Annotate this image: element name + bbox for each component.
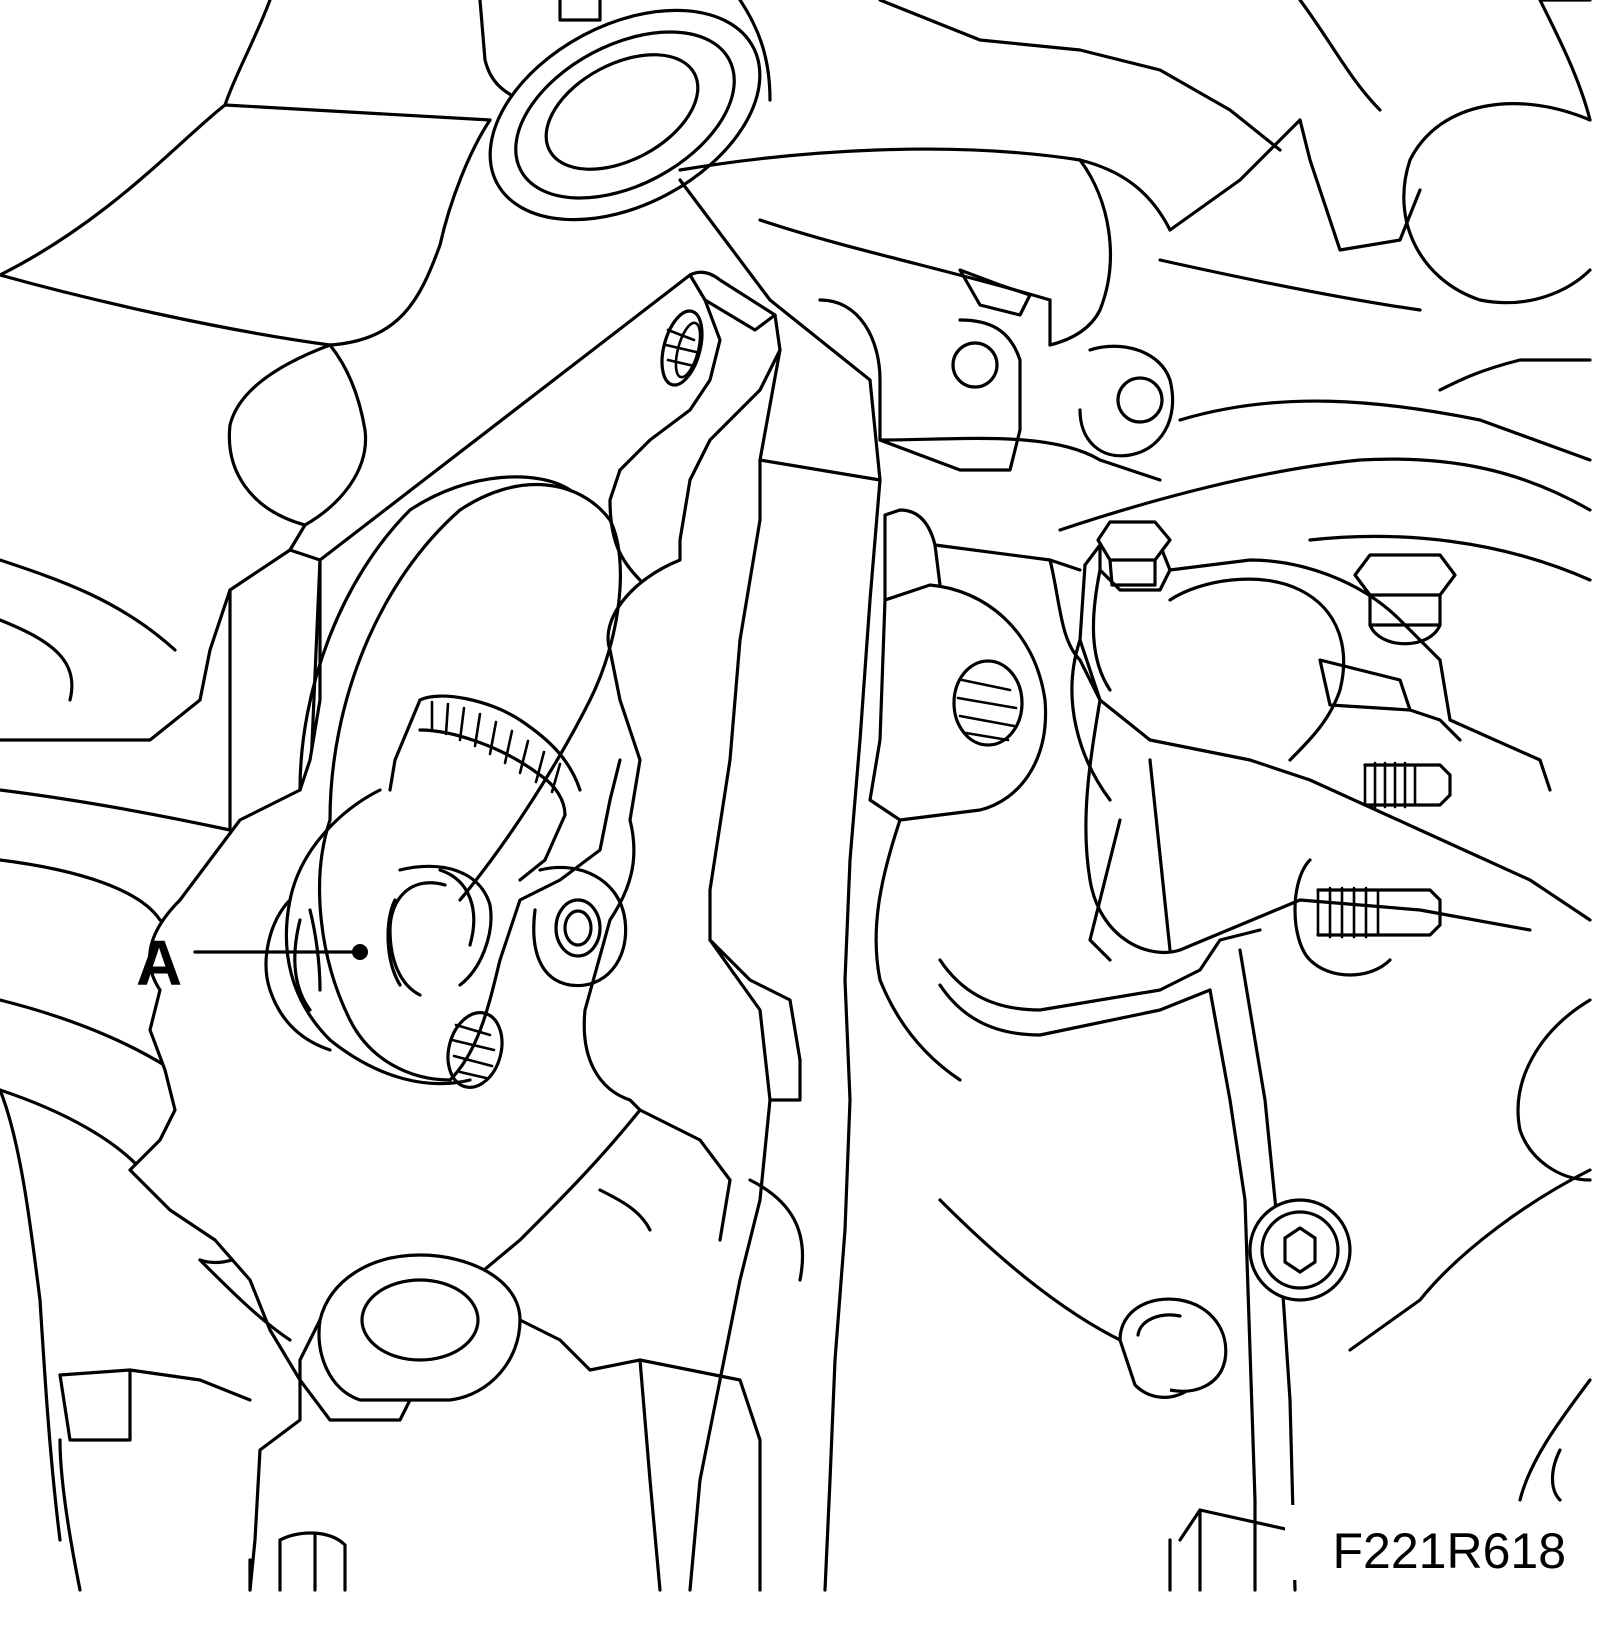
threaded-studs [1293,761,1452,977]
center-strap [598,178,882,1592]
callout-dot [352,944,368,960]
gear-teeth [388,694,582,882]
mid-right-bracket [868,508,1082,1082]
upper-right-bracket [818,298,1592,582]
lower-right-housing [938,928,1592,1592]
right-cover [1048,543,1592,962]
bottom-lugs [58,1253,762,1592]
hex-bolts-top [1096,520,1457,646]
coolant-pipe [478,0,1592,347]
callout-label-a: A [136,927,182,999]
timing-cover-plate [128,270,782,1422]
figure-id: F221R618 [1333,1523,1567,1579]
callout-a: A [136,927,368,999]
locating-pin [386,864,493,997]
figure-id-backdrop [1285,1505,1595,1580]
